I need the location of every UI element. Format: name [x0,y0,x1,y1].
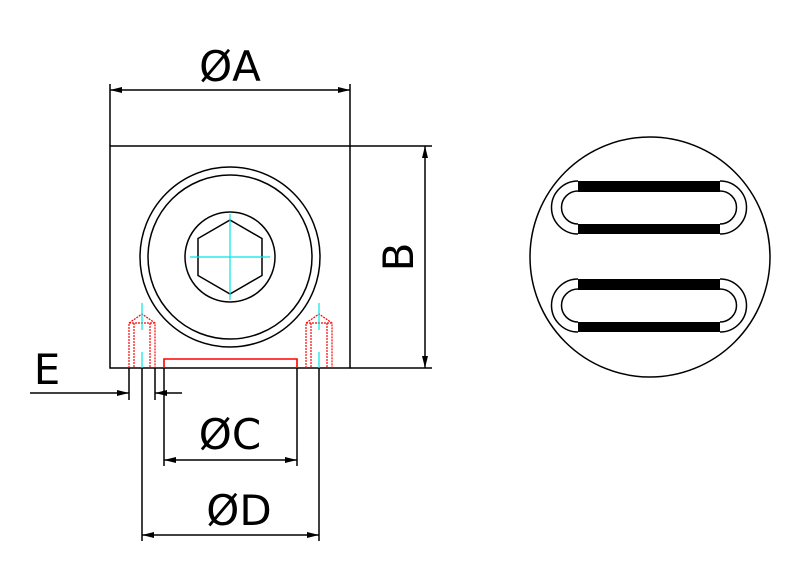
dim-label-e: E [34,345,61,394]
dim-label-c: ØC [199,410,261,459]
hidden-hole-left [128,303,156,368]
recess-outline [163,358,298,368]
front-view [109,145,351,369]
dimension-a: ØA [109,42,351,146]
slot-bottom [550,278,748,333]
inner-circle [147,174,313,340]
dimension-d: ØD [141,368,320,541]
outer-circle [139,166,321,348]
dim-label-a: ØA [199,42,261,91]
hidden-hole-right [305,303,333,368]
top-view [529,136,771,378]
top-view-circle [529,136,771,378]
dimension-e: E [30,345,182,400]
socket-circle [184,211,276,303]
dim-label-d: ØD [206,486,271,535]
slot-top [550,180,748,235]
dimension-c: ØC [163,368,298,466]
body-outline [109,145,351,369]
dimension-b: B [350,145,432,369]
dim-label-b: B [374,243,423,272]
